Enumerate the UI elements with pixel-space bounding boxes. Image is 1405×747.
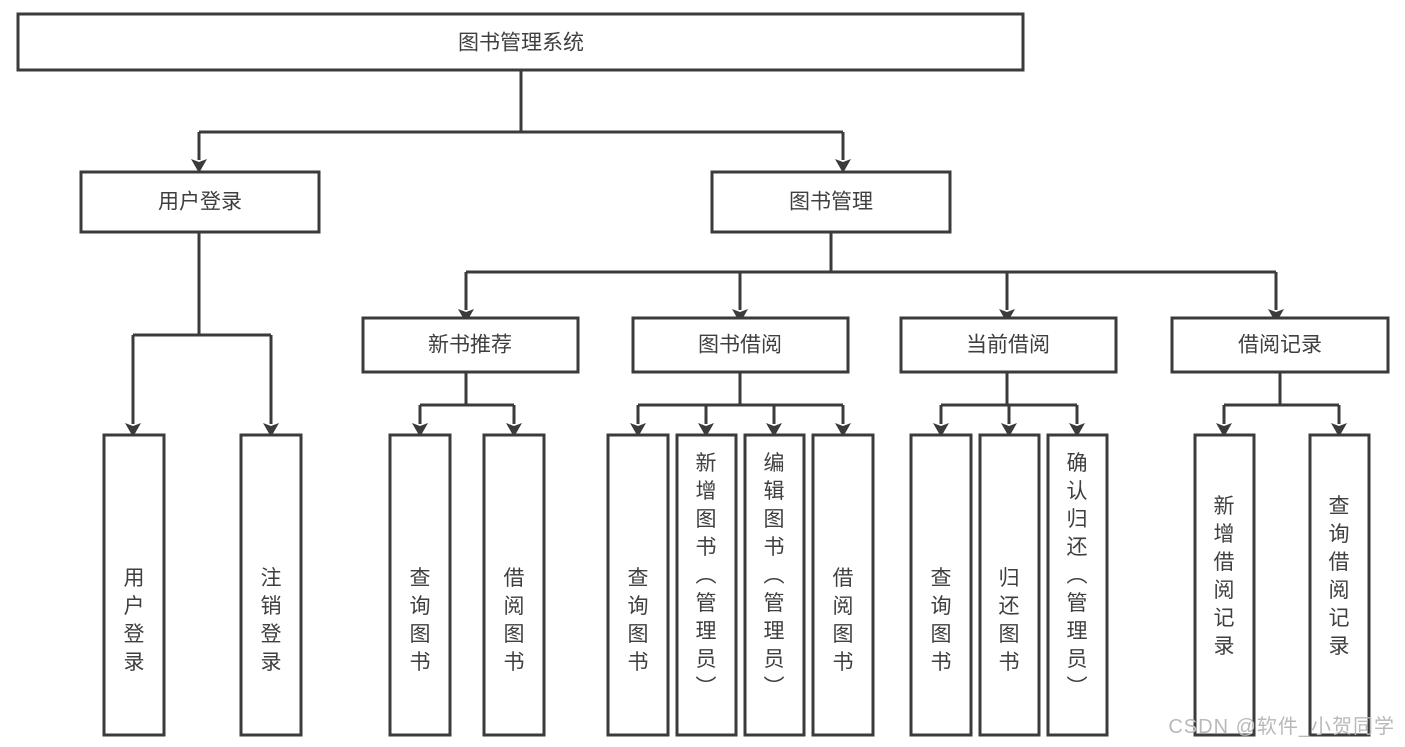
node-leaf-user-login[interactable]: 用户登录 — [102, 433, 166, 737]
node-current-borrow-box[interactable] — [899, 316, 1118, 374]
node-leaf-query-book-1-box[interactable] — [388, 433, 452, 737]
node-leaf-confirm-return-label: 确认归还︵管理员︶ — [1067, 452, 1088, 699]
node-leaf-query-record[interactable]: 查询借阅记录 — [1308, 433, 1371, 737]
node-leaf-query-record-box[interactable] — [1308, 433, 1371, 737]
node-book-borrow-box[interactable] — [631, 316, 850, 374]
node-user-login-label: 用户登录 — [158, 191, 242, 214]
node-root-box[interactable] — [16, 12, 1025, 72]
node-leaf-query-book-3-label: 查询图书 — [931, 567, 952, 674]
node-new-book-recommend-box[interactable] — [361, 316, 580, 374]
node-leaf-query-book-2-label: 查询图书 — [628, 567, 649, 674]
node-leaf-return-book[interactable]: 归还图书 — [978, 433, 1041, 737]
node-leaf-borrow-book-1-box[interactable] — [482, 433, 546, 737]
node-leaf-add-record[interactable]: 新增借阅记录 — [1193, 433, 1256, 737]
node-leaf-confirm-return[interactable]: 确认归还︵管理员︶ — [1046, 433, 1109, 737]
node-leaf-edit-book-label: 编辑图书︵管理员︶ — [764, 452, 785, 699]
node-leaf-borrow-book-2-label: 借阅图书 — [833, 567, 854, 674]
node-book-borrow-label: 图书借阅 — [698, 334, 782, 357]
watermark-text: CSDN @软件_小贺同学 — [1168, 716, 1395, 738]
node-leaf-borrow-book-2-box[interactable] — [811, 433, 875, 737]
node-leaf-query-book-1-label: 查询图书 — [410, 567, 431, 674]
node-current-borrow[interactable]: 当前借阅 — [899, 316, 1118, 374]
node-leaf-logout-login[interactable]: 注销登录 — [239, 433, 303, 737]
node-leaf-logout-login-label: 注销登录 — [261, 567, 282, 674]
node-leaf-query-book-3[interactable]: 查询图书 — [909, 433, 973, 737]
node-book-manage-box[interactable] — [710, 170, 952, 234]
node-leaf-query-book-1[interactable]: 查询图书 — [388, 433, 452, 737]
node-leaf-user-login-box[interactable] — [102, 433, 166, 737]
node-new-book-recommend[interactable]: 新书推荐 — [361, 316, 580, 374]
node-current-borrow-label: 当前借阅 — [966, 334, 1050, 357]
node-leaf-query-book-3-box[interactable] — [909, 433, 973, 737]
node-leaf-user-login-label: 用户登录 — [124, 567, 145, 674]
connector-layer — [125, 70, 1347, 437]
node-leaf-borrow-book-1[interactable]: 借阅图书 — [482, 433, 546, 737]
node-user-login-box[interactable] — [79, 170, 321, 234]
node-root-label: 图书管理系统 — [458, 32, 584, 55]
node-leaf-add-book[interactable]: 新增图书︵管理员︶ — [675, 433, 738, 737]
node-borrow-record[interactable]: 借阅记录 — [1170, 316, 1390, 374]
node-leaf-edit-book-box[interactable] — [743, 433, 806, 737]
node-leaf-query-book-2-box[interactable] — [606, 433, 670, 737]
node-book-manage-label: 图书管理 — [789, 191, 873, 214]
node-borrow-record-label: 借阅记录 — [1238, 334, 1322, 357]
node-leaf-borrow-book-2[interactable]: 借阅图书 — [811, 433, 875, 737]
node-root[interactable]: 图书管理系统 — [16, 12, 1025, 72]
node-leaf-edit-book[interactable]: 编辑图书︵管理员︶ — [743, 433, 806, 737]
node-leaf-borrow-book-1-label: 借阅图书 — [504, 567, 525, 674]
node-leaf-add-book-label: 新增图书︵管理员︶ — [696, 452, 717, 699]
node-book-manage[interactable]: 图书管理 — [710, 170, 952, 234]
node-leaf-query-record-label: 查询借阅记录 — [1329, 495, 1350, 658]
node-user-login[interactable]: 用户登录 — [79, 170, 321, 234]
node-leaf-return-book-label: 归还图书 — [999, 567, 1020, 674]
node-leaf-query-book-2[interactable]: 查询图书 — [606, 433, 670, 737]
node-borrow-record-box[interactable] — [1170, 316, 1390, 374]
node-leaf-confirm-return-box[interactable] — [1046, 433, 1109, 737]
node-new-book-recommend-label: 新书推荐 — [428, 334, 512, 357]
node-leaf-add-record-box[interactable] — [1193, 433, 1256, 737]
node-leaf-return-book-box[interactable] — [978, 433, 1041, 737]
node-book-borrow[interactable]: 图书借阅 — [631, 316, 850, 374]
node-leaf-add-book-box[interactable] — [675, 433, 738, 737]
node-leaf-logout-login-box[interactable] — [239, 433, 303, 737]
node-leaf-add-record-label: 新增借阅记录 — [1214, 495, 1235, 658]
